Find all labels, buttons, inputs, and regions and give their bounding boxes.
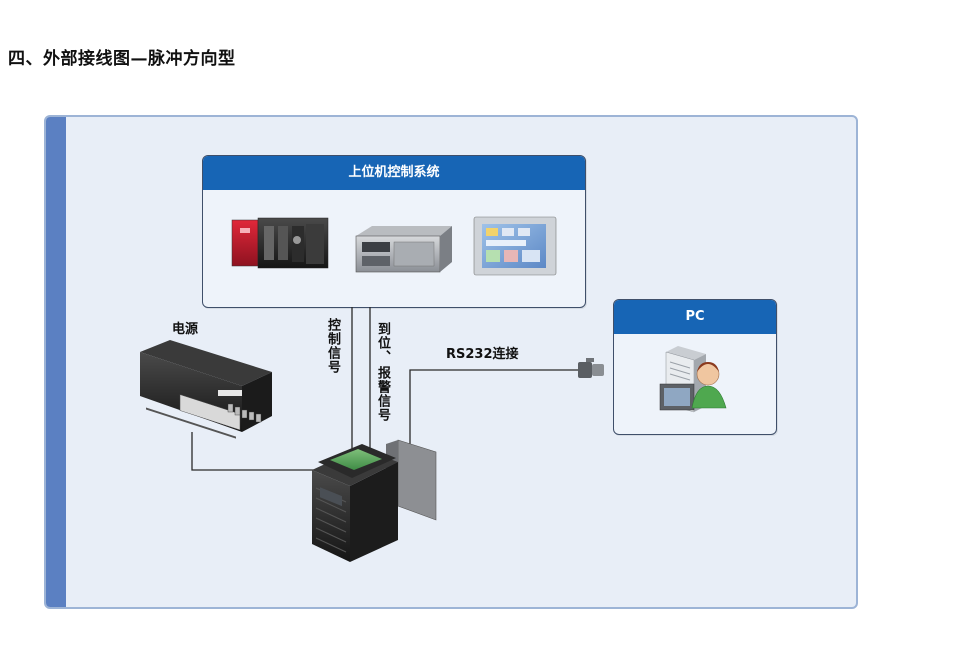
in-position-label: 到位、 bbox=[375, 322, 390, 364]
rs232-connection-label: RS232连接 bbox=[446, 347, 519, 362]
power-wire bbox=[191, 432, 318, 471]
control-signal-label: 控制信号 bbox=[325, 318, 340, 374]
power-supply-icon bbox=[140, 340, 272, 439]
industrial-pc-icon bbox=[355, 226, 452, 273]
hmi-touchscreen-icon bbox=[473, 216, 557, 276]
rs232-wire bbox=[409, 369, 578, 470]
pc-user-icon bbox=[659, 346, 727, 413]
plc-icon bbox=[231, 217, 329, 269]
power-supply-label: 电源 bbox=[172, 322, 199, 337]
panel-stripe bbox=[46, 117, 66, 607]
integrated-servo-motor-icon bbox=[312, 439, 437, 562]
host-control-system-title: 上位机控制系统 bbox=[203, 156, 585, 190]
page-title: 四、外部接线图—脉冲方向型 bbox=[8, 49, 236, 69]
rs232-connector-icon bbox=[578, 358, 604, 378]
pc-title: PC bbox=[614, 300, 776, 334]
alarm-signal-label: 报警信号 bbox=[375, 366, 390, 422]
wires bbox=[191, 307, 578, 471]
